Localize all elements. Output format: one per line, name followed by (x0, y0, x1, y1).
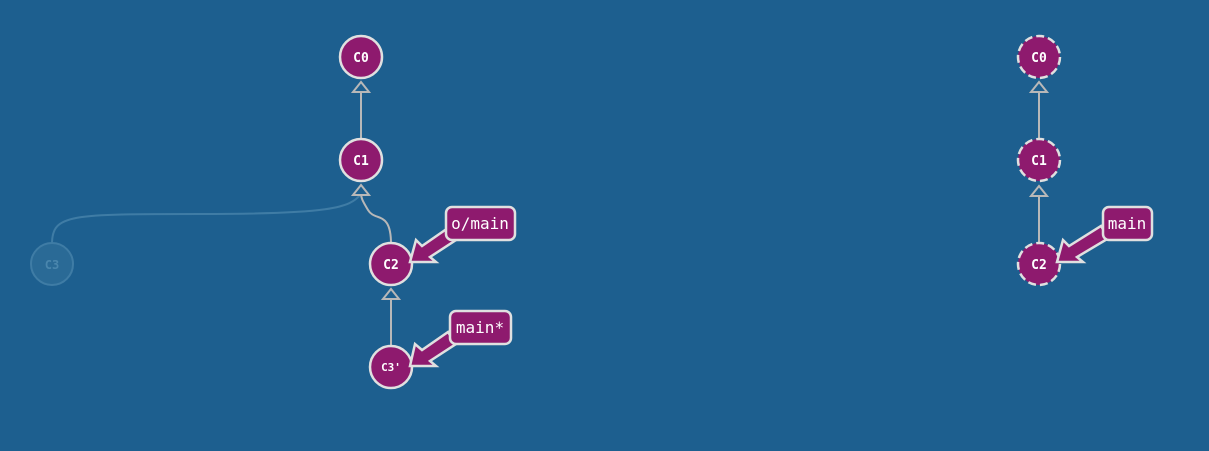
remote-repo: C0 C1 C2 main (1016, 34, 1154, 287)
commit-node-c0[interactable]: C0 (338, 34, 384, 80)
remote-commit-node-c1[interactable]: C1 (1016, 137, 1062, 183)
commit-node-c2[interactable]: C2 (368, 241, 414, 287)
commit-label: C1 (353, 154, 369, 169)
branch-label-box (444, 205, 517, 242)
remote-commit-node-c0[interactable]: C0 (1016, 34, 1062, 80)
branch-label-box (448, 309, 513, 346)
commit-label: C1 (1031, 154, 1047, 169)
commit-label: C3' (381, 361, 401, 374)
ghost-edge-c3-c1 (51, 193, 362, 245)
remote-commit-node-c2[interactable]: C2 (1016, 241, 1062, 287)
commit-label: C3 (45, 258, 59, 272)
arrowhead-c2 (380, 287, 402, 300)
arrowhead-c1 (1028, 184, 1050, 197)
arrowhead-c0 (1028, 80, 1050, 93)
remote-branch-main[interactable]: main (1055, 205, 1154, 264)
arrowhead-c1 (350, 183, 372, 196)
branch-label-box (1101, 205, 1154, 242)
branch-label: main* (456, 318, 504, 337)
branch-label: o/main (451, 214, 509, 233)
commit-label: C0 (353, 51, 369, 66)
commit-node-c3-ghost[interactable]: C3 (30, 242, 74, 286)
commit-label: C2 (1031, 258, 1047, 273)
branch-main-star[interactable]: main* (408, 309, 513, 368)
branch-label: main (1108, 214, 1147, 233)
commit-node-c3prime[interactable]: C3' (368, 344, 414, 390)
arrowhead-c0 (350, 80, 372, 93)
commit-label: C0 (1031, 51, 1047, 66)
local-repo: C3 C0 C1 C2 C3' (30, 34, 517, 390)
commit-node-c1[interactable]: C1 (338, 137, 384, 183)
branch-o-main[interactable]: o/main (408, 205, 517, 264)
commit-label: C2 (383, 258, 399, 273)
branch-arrow (1055, 224, 1111, 264)
edge-c2-c1 (360, 191, 392, 245)
